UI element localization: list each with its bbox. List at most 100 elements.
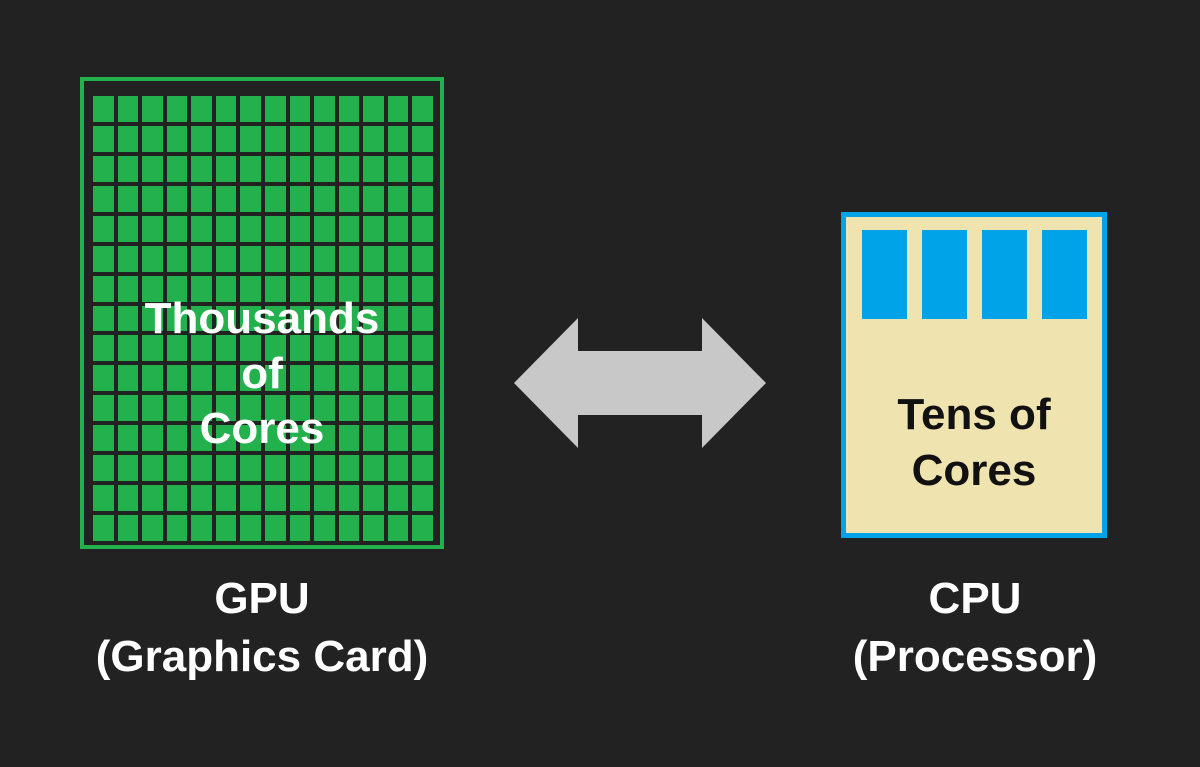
gpu-core — [117, 305, 139, 332]
gpu-core — [289, 425, 311, 452]
gpu-core — [142, 185, 163, 212]
gpu-core — [215, 395, 237, 422]
gpu-core — [314, 245, 335, 272]
gpu-core — [93, 275, 114, 302]
gpu-core — [191, 425, 212, 452]
gpu-core — [363, 125, 384, 152]
gpu-core — [387, 455, 409, 482]
gpu-core — [314, 155, 335, 182]
gpu-core — [264, 215, 286, 242]
gpu-core — [412, 185, 433, 212]
gpu-core — [289, 485, 311, 512]
gpu-core — [412, 305, 433, 332]
gpu-core — [117, 425, 139, 452]
gpu-core — [166, 515, 188, 541]
gpu-core — [338, 305, 360, 332]
gpu-core — [117, 395, 139, 422]
gpu-core — [93, 245, 114, 272]
gpu-core — [215, 365, 237, 392]
gpu-core — [264, 425, 286, 452]
cpu-caption-title: CPU — [928, 574, 1022, 623]
gpu-core — [166, 305, 188, 332]
gpu-core — [166, 365, 188, 392]
gpu-core — [412, 455, 433, 482]
cpu-caption: CPU (Processor) — [820, 570, 1130, 686]
gpu-core — [264, 155, 286, 182]
gpu-core — [314, 215, 335, 242]
gpu-core — [166, 335, 188, 362]
gpu-core — [215, 155, 237, 182]
gpu-core — [142, 245, 163, 272]
gpu-core — [240, 425, 261, 452]
gpu-core — [191, 96, 212, 122]
gpu-core — [338, 485, 360, 512]
gpu-core — [191, 185, 212, 212]
gpu-core — [117, 365, 139, 392]
gpu-core — [117, 215, 139, 242]
gpu-core — [289, 275, 311, 302]
gpu-core — [314, 485, 335, 512]
gpu-core — [215, 96, 237, 122]
gpu-core — [264, 395, 286, 422]
gpu-core — [215, 305, 237, 332]
gpu-core — [166, 275, 188, 302]
gpu-core-label: Thousands of Cores — [84, 291, 440, 456]
gpu-core — [363, 185, 384, 212]
gpu-core-label-line: of — [241, 349, 283, 398]
gpu-core — [240, 185, 261, 212]
gpu-core — [142, 215, 163, 242]
gpu-core — [264, 275, 286, 302]
gpu-core — [338, 515, 360, 541]
gpu-core — [142, 335, 163, 362]
gpu-core — [142, 515, 163, 541]
gpu-core — [142, 365, 163, 392]
gpu-core — [363, 215, 384, 242]
gpu-core — [314, 96, 335, 122]
gpu-core — [289, 215, 311, 242]
gpu-core — [264, 96, 286, 122]
gpu-core — [93, 155, 114, 182]
gpu-core — [166, 395, 188, 422]
gpu-core — [166, 185, 188, 212]
gpu-core — [191, 275, 212, 302]
gpu-core — [93, 185, 114, 212]
gpu-core — [289, 515, 311, 541]
gpu-core — [142, 96, 163, 122]
gpu-core — [289, 125, 311, 152]
gpu-core — [117, 245, 139, 272]
gpu-core — [387, 245, 409, 272]
gpu-core — [215, 425, 237, 452]
gpu-core — [264, 485, 286, 512]
gpu-core — [215, 275, 237, 302]
gpu-core — [289, 185, 311, 212]
gpu-core — [412, 485, 433, 512]
gpu-core — [314, 395, 335, 422]
gpu-core — [289, 305, 311, 332]
gpu-core — [338, 425, 360, 452]
gpu-core — [363, 455, 384, 482]
gpu-core — [142, 485, 163, 512]
gpu-core — [240, 96, 261, 122]
gpu-core — [289, 155, 311, 182]
gpu-core — [387, 275, 409, 302]
gpu-core — [191, 155, 212, 182]
gpu-core — [314, 275, 335, 302]
gpu-core — [387, 305, 409, 332]
gpu-core — [93, 125, 114, 152]
gpu-core — [215, 125, 237, 152]
gpu-core — [142, 155, 163, 182]
gpu-core — [117, 335, 139, 362]
gpu-core — [93, 215, 114, 242]
gpu-core — [215, 245, 237, 272]
gpu-core — [314, 125, 335, 152]
gpu-core — [264, 305, 286, 332]
gpu-core — [412, 425, 433, 452]
gpu-core — [264, 515, 286, 541]
gpu-core — [314, 425, 335, 452]
gpu-core — [240, 455, 261, 482]
gpu-core — [117, 185, 139, 212]
gpu-core — [117, 125, 139, 152]
gpu-core — [142, 455, 163, 482]
gpu-core — [387, 185, 409, 212]
gpu-core — [363, 485, 384, 512]
